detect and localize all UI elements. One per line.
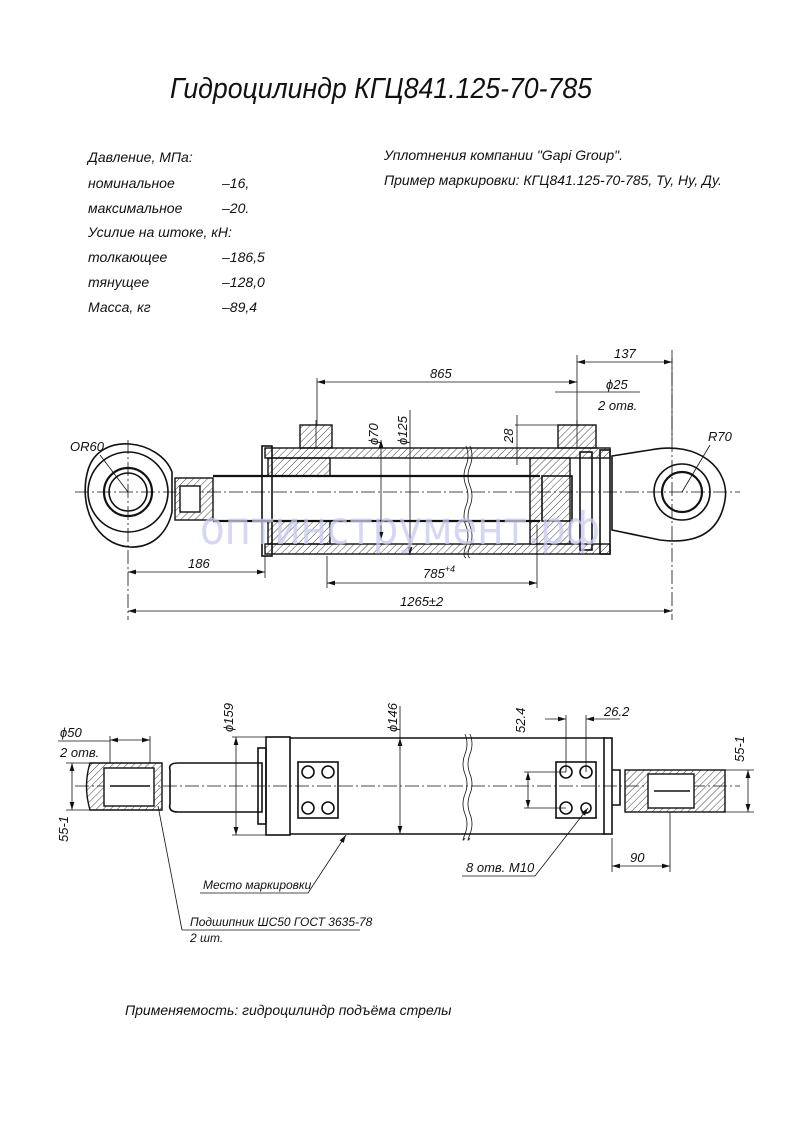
dim-d159: ϕ159 bbox=[221, 703, 236, 732]
force-header: Усилие на штоке, кН: bbox=[87, 224, 232, 240]
dim-d146: ϕ146 bbox=[385, 702, 400, 732]
label-r70: R70 bbox=[708, 429, 733, 444]
pull-label: тянущее bbox=[88, 274, 149, 290]
watermark: оптинструмент.рф bbox=[200, 501, 600, 555]
label-or60: OR60 bbox=[70, 439, 105, 454]
specs-block: Давление, МПа: номинальное –16, максимал… bbox=[86, 149, 265, 315]
dim-d50: ϕ50 bbox=[60, 725, 82, 740]
bottom-view: ϕ50 2 отв. 55-1 ϕ159 ϕ146 52.4 26.2 55-1… bbox=[56, 702, 754, 945]
bearing-callout: Подшипник ШС50 ГОСТ 3635-78 bbox=[190, 915, 373, 929]
dim-d25: ϕ25 bbox=[606, 377, 628, 392]
ports-2-holes: 2 отв. bbox=[597, 398, 637, 413]
dim-186: 186 bbox=[188, 556, 210, 571]
mass-label: Масса, кг bbox=[88, 299, 151, 315]
dim-d125: ϕ125 bbox=[395, 415, 410, 445]
seals-note: Уплотнения компании "Gapi Group". bbox=[383, 147, 623, 163]
dim-1265: 1265±2 bbox=[400, 594, 444, 609]
dim-52-4: 52.4 bbox=[513, 708, 528, 733]
dim-28: 28 bbox=[501, 428, 516, 444]
application-note: Применяемость: гидроцилиндр подъёма стре… bbox=[125, 1002, 452, 1018]
dim-26-2: 26.2 bbox=[603, 704, 630, 719]
dim-90: 90 bbox=[630, 850, 645, 865]
push-label: толкающее bbox=[88, 249, 168, 265]
dim-55-left: 55-1 bbox=[56, 816, 71, 842]
push-value: –186,5 bbox=[221, 249, 265, 265]
nominal-label: номинальное bbox=[88, 175, 175, 191]
top-view-section: 865 137 ϕ25 2 отв. ϕ70 ϕ125 28 OR60 R70 … bbox=[70, 346, 740, 620]
marking-example-note: Пример маркировки: КГЦ841.125-70-785, Ту… bbox=[384, 172, 722, 188]
pressure-header: Давление, МПа: bbox=[86, 149, 193, 165]
max-value: –20. bbox=[221, 200, 249, 216]
drawing-title: Гидроцилиндр КГЦ841.125-70-785 bbox=[170, 73, 593, 105]
m10-holes-callout: 8 отв. М10 bbox=[466, 860, 535, 875]
mass-value: –89,4 bbox=[221, 299, 257, 315]
dim-137: 137 bbox=[614, 346, 636, 361]
dim-865: 865 bbox=[430, 366, 452, 381]
marking-place-callout: Место маркировки bbox=[203, 878, 312, 892]
dim-d70: ϕ70 bbox=[366, 423, 381, 445]
lug-2-holes: 2 отв. bbox=[59, 745, 99, 760]
pull-value: –128,0 bbox=[221, 274, 265, 290]
bearing-quantity: 2 шт. bbox=[189, 931, 223, 945]
dim-55-right: 55-1 bbox=[732, 736, 747, 762]
bolt-block-left bbox=[297, 761, 339, 819]
nominal-value: –16, bbox=[221, 175, 249, 191]
max-label: максимальное bbox=[88, 200, 183, 216]
bolt-block-right bbox=[555, 761, 597, 819]
dim-785: 785+4 bbox=[423, 564, 455, 581]
